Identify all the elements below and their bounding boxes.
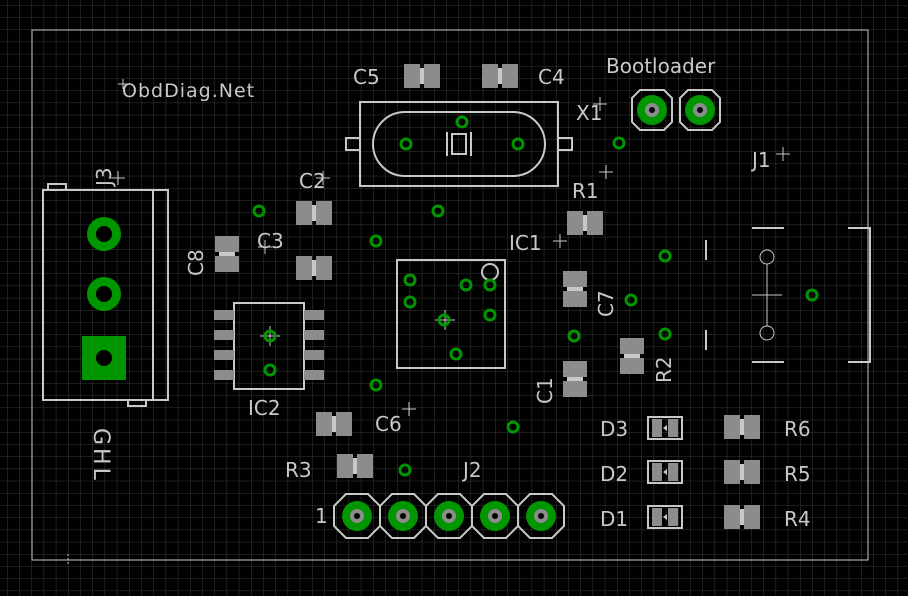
c8-label: C8: [184, 249, 208, 276]
c2-capacitor[interactable]: [296, 201, 332, 225]
r3-label: R3: [285, 458, 312, 482]
board-outline: [31, 29, 869, 561]
d3-led[interactable]: [647, 416, 683, 440]
d2-label: D2: [600, 462, 628, 486]
ghl-label: GHL: [88, 428, 113, 483]
brand-label: ObdDiag.Net: [122, 80, 255, 102]
origin-marker: [62, 554, 74, 566]
r6-label: R6: [784, 417, 811, 441]
r4-resistor[interactable]: [724, 505, 760, 529]
j2-pin1-label: 1: [315, 504, 328, 528]
ic1-label: IC1: [509, 231, 542, 255]
r2-resistor[interactable]: [620, 338, 644, 374]
ic2-chip[interactable]: [214, 302, 324, 390]
ic2-label: IC2: [248, 396, 281, 420]
c1-capacitor[interactable]: [563, 361, 587, 397]
c3-label: C3: [257, 229, 284, 253]
r5-label: R5: [784, 462, 811, 486]
j3-terminal-block[interactable]: [42, 183, 169, 407]
r2-label: R2: [652, 356, 676, 383]
c7-capacitor[interactable]: [563, 271, 587, 307]
j1-label: J1: [750, 148, 771, 172]
c5-capacitor[interactable]: [404, 64, 440, 88]
brand-origin: [118, 79, 128, 89]
c1-label: C1: [533, 377, 557, 404]
d3-label: D3: [600, 417, 628, 441]
c3-capacitor[interactable]: [296, 256, 332, 280]
c6-label: C6: [375, 412, 402, 436]
r5-resistor[interactable]: [724, 460, 760, 484]
vias: [252, 136, 672, 477]
ic1-chip[interactable]: [396, 259, 506, 369]
d2-led[interactable]: [647, 460, 683, 484]
r1-label: R1: [572, 179, 599, 203]
bootloader-label: Bootloader: [606, 54, 716, 78]
d1-led[interactable]: [647, 505, 683, 529]
j1-usb-connector[interactable]: [705, 227, 871, 363]
j1-origin: [776, 147, 790, 161]
r1-resistor[interactable]: [567, 211, 603, 235]
j2-label: J2: [461, 458, 482, 482]
c4-label: C4: [538, 65, 565, 89]
c5-label: C5: [353, 65, 380, 89]
j3-label: J3: [92, 167, 116, 188]
d1-label: D1: [600, 507, 628, 531]
c7-label: C7: [594, 290, 618, 317]
j2-header[interactable]: [333, 493, 565, 539]
c4-capacitor[interactable]: [482, 64, 518, 88]
x1-label: X1: [576, 101, 602, 125]
c2-label: C2: [299, 169, 326, 193]
bootloader-header[interactable]: [631, 89, 721, 131]
r6-resistor[interactable]: [724, 415, 760, 439]
r3-resistor[interactable]: [337, 454, 373, 478]
origin-crosses: [111, 97, 613, 416]
r4-label: R4: [784, 507, 811, 531]
x1-crystal[interactable]: [345, 101, 573, 187]
c8-capacitor[interactable]: [215, 236, 239, 272]
c6-capacitor[interactable]: [316, 412, 352, 436]
